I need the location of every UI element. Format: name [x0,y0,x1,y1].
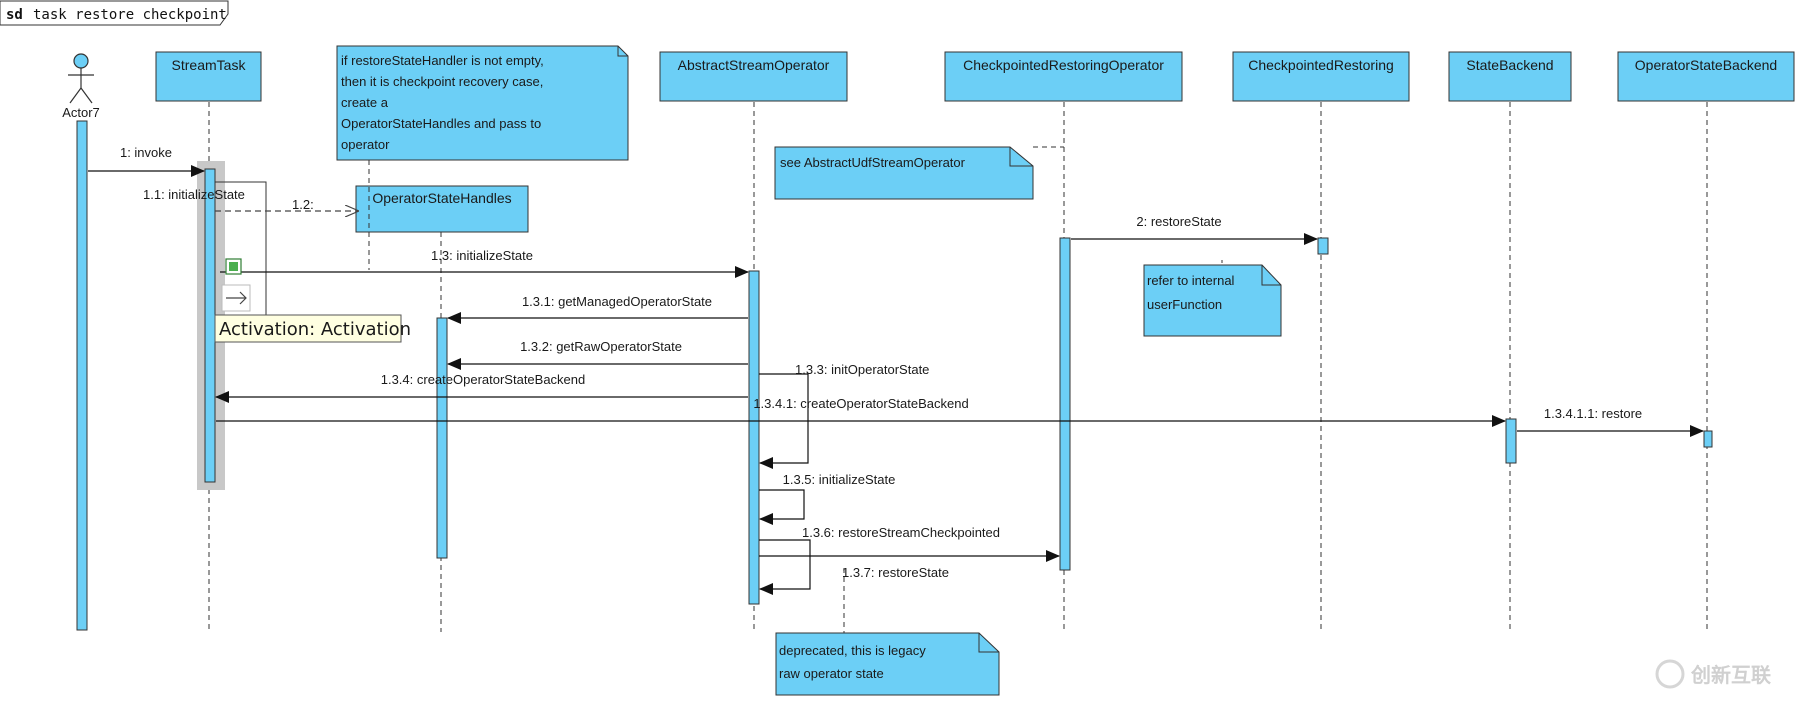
note-restore-state-handler[interactable]: if restoreStateHandler is not empty, the… [336,45,629,161]
message-initialize-state-1-3-label: 1.3: initializeState [431,248,533,263]
activation-state-backend[interactable] [1505,418,1517,464]
frame-title: task restore checkpoint [33,7,227,23]
note-line: if restoreStateHandler is not empty, [341,53,544,68]
note-line: OperatorStateHandles and pass to [341,116,541,131]
note-line: create a [341,95,389,110]
activation-checkpointed-restoring-operator[interactable] [1059,237,1071,571]
lifeline-label: OperatorStateBackend [1635,57,1777,73]
activation-operator-state-backend[interactable] [1703,430,1713,448]
message-create-operator-state-backend-label: 1.3.4: createOperatorStateBackend [381,372,586,387]
message-arrow-tool-icon[interactable] [221,284,251,312]
object-label: OperatorStateHandles [372,190,511,206]
note-see-udf[interactable]: see AbstractUdfStreamOperator [774,146,1034,200]
lifeline-checkpointed-restoring-operator[interactable]: CheckpointedRestoringOperator [944,51,1183,102]
activation-tooltip: Activation: Activation [214,314,411,343]
activation-operator-state-handles[interactable] [436,317,448,559]
lifeline-label: StreamTask [172,57,247,73]
note-line: raw operator state [779,666,884,681]
message-initialize-state-label: 1.1: initializeState [143,187,245,202]
watermark-logo-icon [1655,659,1685,689]
lifeline-checkpointed-restoring[interactable]: CheckpointedRestoring [1232,51,1410,102]
actor-head [73,53,89,69]
activation-actor7[interactable] [76,120,88,631]
message-get-raw-operator-state-label: 1.3.2: getRawOperatorState [520,339,682,354]
lifeline-operator-state-backend[interactable]: OperatorStateBackend [1617,51,1795,102]
message-restore-state-1-3-7-label: 1.3.7: restoreState [842,565,949,580]
note-line: deprecated, this is legacy [779,643,926,658]
message-init-operator-state-line[interactable] [759,373,809,469]
lifeline-streamtask[interactable]: StreamTask [155,51,262,102]
lifeline-state-backend[interactable]: StateBackend [1448,51,1572,102]
message-restore-label: 1.3.4.1.1: restore [1544,406,1642,421]
object-operator-state-handles[interactable]: OperatorStateHandles [355,185,529,233]
frame-label: sd task restore checkpoint [0,0,229,26]
activation-checkpointed-restoring[interactable] [1317,237,1329,255]
message-invoke-label: 1: invoke [120,145,172,160]
note-line: see AbstractUdfStreamOperator [780,155,966,170]
watermark: 创新互联 [1655,659,1771,689]
message-init-operator-state-label: 1.3.3: initOperatorState [795,362,929,377]
message-restore-stream-checkpointed-label: 1.3.6: restoreStreamCheckpointed [802,525,1000,540]
note-user-function[interactable]: refer to internal userFunction [1143,264,1282,337]
lifeline-label: CheckpointedRestoringOperator [963,57,1164,73]
lifeline-label: AbstractStreamOperator [678,57,830,73]
message-restore-state-self-line[interactable] [759,539,811,595]
activation-abstract-stream-operator[interactable] [748,270,760,605]
note-line: userFunction [1147,297,1222,312]
message-initialize-state-1-3-5-label: 1.3.5: initializeState [783,472,896,487]
activation-streamtask[interactable] [204,168,216,483]
message-restore-state-2-label: 2: restoreState [1136,214,1221,229]
message-initialize-state-self-line[interactable] [759,489,805,525]
message-get-managed-operator-state-label: 1.3.1: getManagedOperatorState [522,294,712,309]
message-create-operator-state-backend-nested-label: 1.3.4.1: createOperatorStateBackend [753,396,968,411]
actor-label: Actor7 [62,105,100,120]
lifeline-abstract-stream-operator[interactable]: AbstractStreamOperator [659,51,848,102]
message-create-label: 1.2: [292,197,314,212]
watermark-text: 创新互联 [1690,663,1771,687]
note-line: refer to internal [1147,273,1235,288]
lifeline-label: CheckpointedRestoring [1248,57,1394,73]
note-deprecated[interactable]: deprecated, this is legacy raw operator … [775,632,1000,696]
note-line: operator [341,137,390,152]
tooltip-text: Activation: Activation [219,319,411,340]
actor-actor7[interactable]: Actor7 [62,53,100,120]
note-line: then it is checkpoint recovery case, [341,74,543,89]
lifeline-label: StateBackend [1466,57,1553,73]
selection-handle-icon[interactable] [225,258,242,275]
frame-keyword: sd [6,7,23,23]
